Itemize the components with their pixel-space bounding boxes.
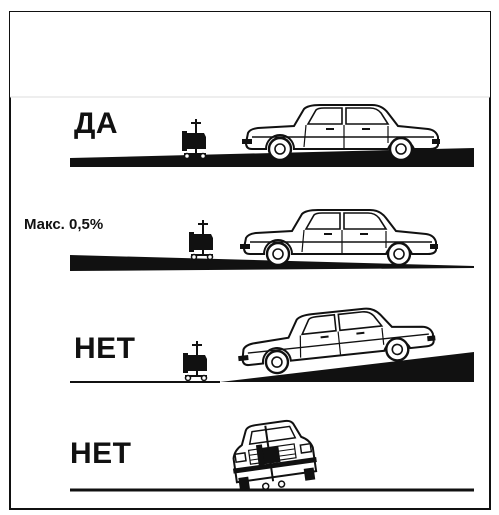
top-blank-band — [10, 12, 490, 97]
row-2-label: Макс. 0,5% — [24, 216, 104, 233]
row-4-label: НЕТ — [70, 437, 132, 470]
aiming-device-icon — [188, 219, 214, 261]
car-front-tilted — [226, 416, 321, 495]
row-2-scene — [70, 208, 474, 271]
car-front-icon — [226, 416, 321, 495]
row-3-scene — [70, 300, 474, 383]
aiming-device-icon — [181, 118, 207, 160]
row-3-label: НЕТ — [74, 332, 136, 365]
steep-ramp — [220, 352, 474, 382]
row-1-label: ДА — [74, 107, 119, 140]
car-side-icon — [238, 208, 440, 267]
row-1-scene — [70, 103, 474, 167]
aiming-device-icon — [182, 340, 208, 382]
row-4-scene — [70, 416, 474, 495]
